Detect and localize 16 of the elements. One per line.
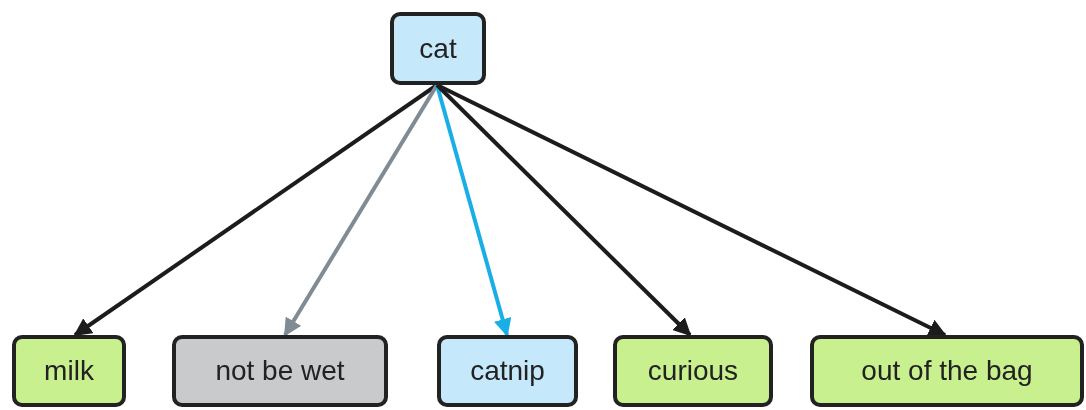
node-box [613,335,773,407]
node-label: out of the bag [861,354,1033,388]
node-box [437,335,578,407]
node-box [810,335,1084,407]
node-label: cat [419,31,457,66]
node-box [12,335,126,407]
node-label: catnip [470,354,545,388]
arrow [283,83,439,337]
arrow [435,84,512,337]
arrow [435,83,692,337]
node-box [390,12,486,85]
arrow [436,83,947,337]
node-label: not be wet [215,354,345,388]
node-label: curious [647,354,739,388]
node-box [172,335,388,407]
node-label: milk [44,354,94,388]
